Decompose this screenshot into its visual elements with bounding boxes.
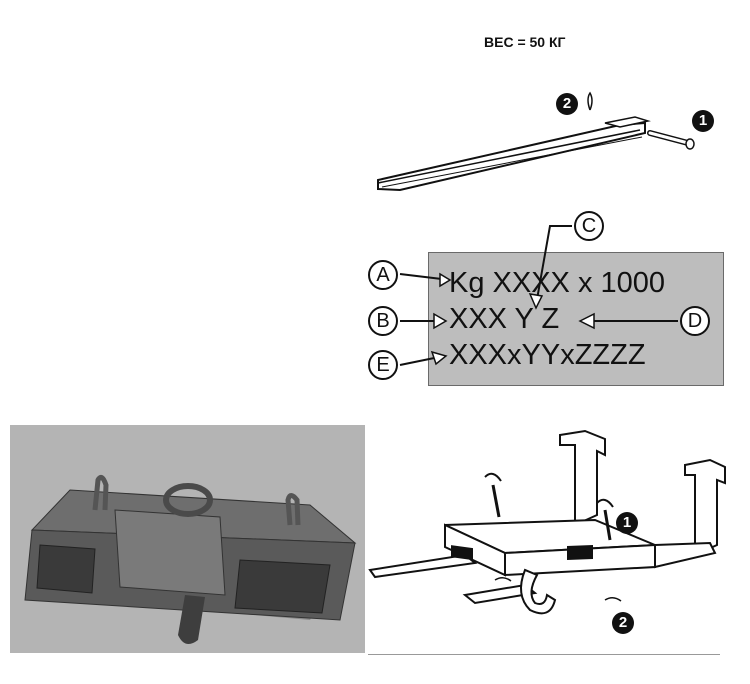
weight-label: ВЕС = 50 КГ — [484, 34, 566, 50]
frame-assembly-drawing — [368, 429, 726, 615]
callout-b: B — [368, 306, 398, 336]
plate-line-model: XXX Y Z — [449, 303, 560, 335]
callout-d: D — [680, 306, 710, 336]
plate-callout-arrows — [399, 225, 678, 366]
badge-2-icon: 2 — [556, 93, 578, 115]
badge-1-frame-label: 1 — [622, 514, 632, 531]
badge-1-label: 1 — [698, 112, 708, 129]
fork-extension-drawing — [377, 91, 695, 192]
hook-attachment-photo — [10, 425, 365, 653]
plate-line-capacity: Kg XXXX x 1000 — [449, 267, 666, 299]
identification-plate: Kg XXXX x 1000 XXX Y Z XXXxYYxZZZZ — [428, 252, 724, 386]
callout-e: E — [368, 350, 398, 380]
badge-2-frame-icon: 2 — [612, 612, 634, 634]
badge-1-icon: 1 — [692, 110, 714, 132]
plate-line-serial: XXXxYYxZZZZ — [449, 339, 646, 371]
badge-1-frame-icon: 1 — [616, 512, 638, 534]
callout-c: C — [574, 211, 604, 241]
callout-a: A — [368, 260, 398, 290]
badge-2-label: 2 — [562, 95, 572, 112]
badge-2-frame-label: 2 — [618, 614, 628, 631]
bottom-divider — [368, 654, 720, 655]
